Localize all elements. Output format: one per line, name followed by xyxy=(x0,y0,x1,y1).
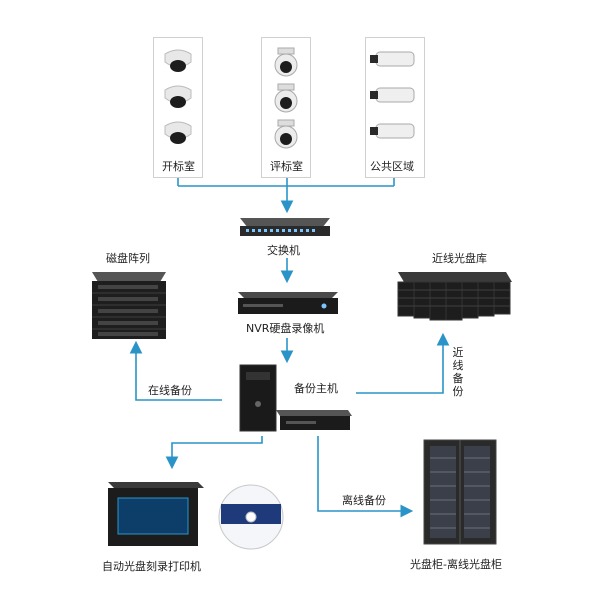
online-backup-label: 在线备份 xyxy=(148,384,192,397)
room2-label: 评标室 xyxy=(270,160,303,173)
line-offline-backup xyxy=(317,436,414,518)
backup-host-label: 备份主机 xyxy=(294,382,338,395)
camera-panel-room2: 评标室 xyxy=(261,37,311,178)
camera-panel-room1: 开标室 xyxy=(153,37,203,178)
line-online-backup xyxy=(129,340,222,401)
nearline-backup-label: 近线备份 xyxy=(452,346,464,398)
switch-label: 交换机 xyxy=(267,244,300,257)
room1-label: 开标室 xyxy=(162,160,195,173)
camera-panel-room3: 公共区域 xyxy=(365,37,425,178)
disk-array-label: 磁盘阵列 xyxy=(106,252,150,265)
nearline-library-label: 近线光盘库 xyxy=(432,252,487,265)
cabinet-label: 光盘柜-离线光盘柜 xyxy=(410,558,502,571)
offline-backup-label: 离线备份 xyxy=(342,494,386,507)
room3-label: 公共区域 xyxy=(370,160,414,173)
speed-dome-camera-icons xyxy=(274,47,298,149)
bullet-camera-icons xyxy=(370,51,415,139)
nvr-label: NVR硬盘录像机 xyxy=(246,322,325,335)
line-nearline-backup xyxy=(356,332,450,394)
line-to-printer xyxy=(165,436,263,470)
dome-camera-icons xyxy=(164,49,192,144)
printer-label: 自动光盘刻录打印机 xyxy=(102,560,201,573)
